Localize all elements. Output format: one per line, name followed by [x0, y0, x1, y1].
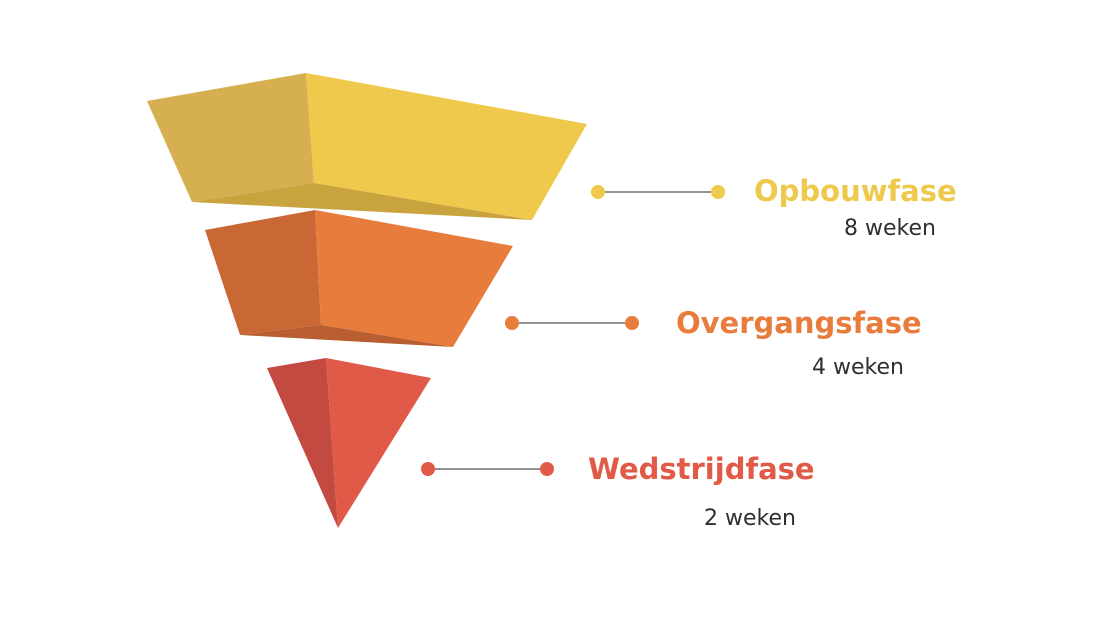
funnel-segment-wedstrijdfase — [267, 358, 431, 528]
phase-duration-opbouwfase: 8 weken — [844, 216, 936, 241]
connector-wedstrijdfase — [421, 462, 554, 476]
segment-2-bottom-shadow — [240, 325, 453, 347]
segment-3-right-face — [326, 358, 431, 528]
connector-opbouwfase — [591, 185, 725, 199]
phase-title-wedstrijdfase: Wedstrijdfase — [588, 452, 815, 486]
segment-1-bottom-shadow — [192, 183, 532, 220]
connector-dot-end — [711, 185, 725, 199]
connector-dot-end — [540, 462, 554, 476]
connector-dot-start — [421, 462, 435, 476]
connector-dot-start — [505, 316, 519, 330]
connector-dot-start — [591, 185, 605, 199]
funnel-segment-overgangsfase — [205, 210, 513, 347]
phase-duration-overgangsfase: 4 weken — [812, 355, 904, 380]
phase-title-opbouwfase: Opbouwfase — [754, 174, 957, 208]
connector-overgangsfase — [505, 316, 639, 330]
segment-1-right-face — [306, 73, 587, 220]
segment-2-left-face — [205, 210, 321, 335]
phase-duration-wedstrijdfase: 2 weken — [704, 506, 796, 531]
connector-dot-end — [625, 316, 639, 330]
phase-title-overgangsfase: Overgangsfase — [676, 306, 922, 340]
segment-3-left-face — [267, 358, 338, 528]
segment-2-right-face — [315, 210, 513, 347]
segment-1-left-face — [147, 73, 314, 202]
funnel-segment-opbouwfase — [147, 73, 587, 220]
